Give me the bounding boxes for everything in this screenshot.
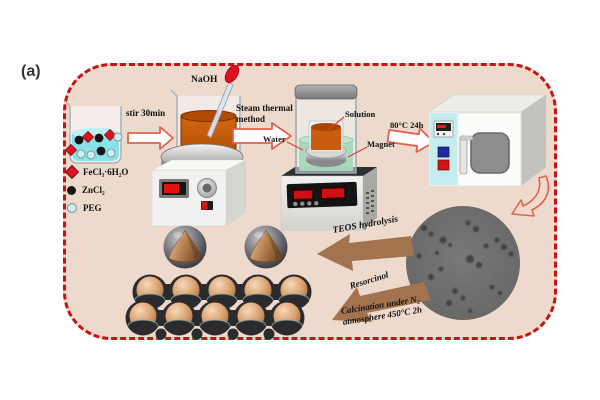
stir-label: stir 30min — [126, 108, 166, 118]
precursor-beaker — [64, 100, 123, 164]
fecl3-particles — [64, 128, 117, 157]
steam-arrow — [232, 122, 292, 150]
legend: FeCl₃·6H₂O ZnCl₂ PEG — [64, 163, 129, 217]
oven-window — [470, 132, 510, 174]
black-circle-icon — [67, 185, 76, 195]
inner-beaker — [308, 120, 344, 153]
peg-particles — [76, 132, 123, 160]
stirrer-vents — [366, 190, 374, 214]
naoh-label: NaOH — [191, 75, 218, 85]
legend-item-fecl3: FeCl₃·6H₂O — [64, 163, 129, 181]
teos-arrow — [317, 234, 414, 271]
water-label: Water — [263, 134, 286, 144]
naoh-dropper — [206, 65, 240, 139]
label-pointer-lines — [286, 116, 368, 158]
steam-label-line1: Steam thermal — [236, 103, 293, 113]
panel-label: (a) — [21, 63, 41, 80]
legend-label-peg: PEG — [83, 203, 102, 213]
legend-item-zncl2: ZnCl₂ — [67, 181, 128, 199]
oven-button-red — [437, 159, 450, 171]
oven-door — [457, 112, 522, 187]
magnet-label: Magnet — [367, 139, 395, 149]
oven-handle — [459, 135, 468, 175]
autoclave-vessel — [286, 84, 368, 174]
oven-button-blue — [437, 146, 450, 158]
oven-condition-label: 80°C 24h — [390, 120, 424, 130]
tem-nanoparticles — [416, 220, 514, 313]
open-circle-icon — [67, 203, 77, 213]
curved-down-arrow — [511, 175, 550, 217]
core-shell-particle-2 — [244, 225, 288, 269]
legend-label-zncl2: ZnCl₂ — [82, 185, 105, 195]
steam-method-label: Steam thermal method — [236, 103, 293, 126]
oven-arrow — [386, 127, 435, 153]
legend-label-fecl3: FeCl₃·6H₂O — [83, 167, 129, 177]
particle-array — [124, 273, 313, 340]
stir-arrow — [127, 126, 174, 150]
legend-item-peg: PEG — [67, 199, 128, 217]
drying-oven — [428, 94, 547, 187]
stirrer-control-panel — [286, 181, 358, 209]
steam-label-line2: method — [236, 114, 265, 125]
magnetic-stirrer — [280, 167, 377, 231]
zncl2-particles — [74, 133, 106, 156]
solution-label: Solution — [345, 109, 376, 119]
tem-image — [406, 206, 520, 320]
hotplate-stirrer — [151, 143, 247, 227]
resorcinol-arrow — [332, 282, 431, 322]
red-diamond-icon — [64, 164, 80, 180]
core-shell-particle-1 — [163, 225, 207, 269]
